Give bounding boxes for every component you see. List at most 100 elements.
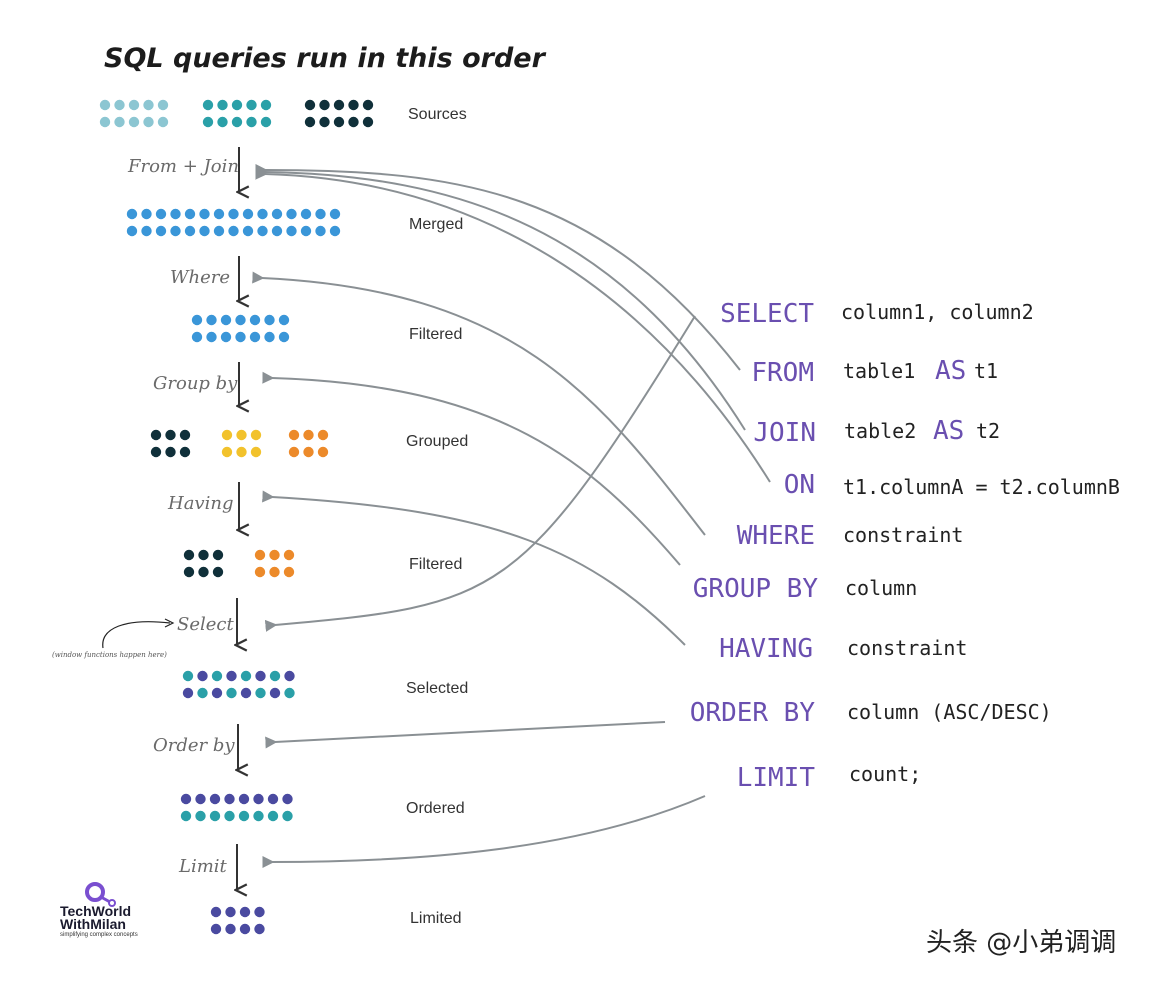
dot	[348, 99, 359, 111]
dot	[231, 99, 243, 111]
dot	[224, 793, 235, 805]
dot	[231, 116, 243, 128]
dot	[288, 446, 300, 458]
dot	[250, 429, 262, 441]
dot	[286, 208, 297, 220]
step-label-select: Select	[177, 614, 234, 635]
dot	[269, 687, 281, 699]
sql-keyword-join: JOIN	[753, 418, 816, 448]
logo-dot-icon	[108, 899, 116, 907]
dot	[317, 429, 329, 441]
connector-select	[264, 315, 696, 632]
dot	[150, 429, 162, 441]
dot	[246, 99, 257, 111]
dot	[283, 566, 295, 578]
dots-grouped-1	[150, 429, 191, 458]
dots-merged	[126, 208, 341, 237]
dot	[303, 446, 314, 458]
dot	[240, 687, 252, 699]
dot	[242, 225, 254, 237]
sql-as-from: AS	[935, 356, 966, 386]
dot	[157, 116, 169, 128]
dot	[319, 99, 330, 111]
dot	[236, 429, 247, 441]
sql-keyword-limit: LIMIT	[737, 763, 816, 793]
dot	[143, 99, 154, 111]
dot	[212, 549, 224, 561]
dot	[228, 208, 239, 220]
dot-groups	[99, 99, 374, 935]
dot	[239, 923, 251, 935]
dots-filtered-3	[254, 549, 295, 578]
dot	[199, 225, 210, 237]
sql-keyword-having: HAVING	[719, 634, 813, 664]
dot	[228, 225, 239, 237]
dots-filtered-1	[191, 314, 290, 343]
sql-text-having: constraint	[847, 636, 967, 660]
dot	[282, 793, 293, 805]
dot	[269, 566, 280, 578]
sql-text-order-by: column (ASC/DESC)	[847, 700, 1052, 724]
dots-filtered-2	[183, 549, 224, 578]
dot	[209, 793, 221, 805]
dot	[239, 906, 251, 918]
dots-grouped-2	[221, 429, 262, 458]
dots-grouped-3	[288, 429, 329, 458]
dot	[253, 793, 264, 805]
step-label-group-by: Group by	[153, 373, 238, 394]
logo-line2: WithMilan	[60, 916, 126, 932]
sql-alias-from: t1	[974, 359, 998, 383]
diagram-title: SQL queries run in this order	[104, 43, 547, 74]
stage-label-grouped: Grouped	[406, 433, 468, 450]
dot	[269, 670, 281, 682]
dot	[226, 670, 237, 682]
dot	[150, 446, 162, 458]
dot	[165, 446, 176, 458]
dot	[269, 549, 280, 561]
sql-keyword-order-by: ORDER BY	[690, 698, 816, 728]
dot	[213, 208, 225, 220]
dot	[180, 793, 192, 805]
sql-text-limit: count;	[849, 762, 921, 786]
dot	[267, 793, 279, 805]
dot	[206, 331, 217, 343]
stage-label-limited: Limited	[410, 910, 462, 927]
dot	[319, 116, 330, 128]
dot	[114, 99, 125, 111]
dot	[249, 314, 261, 326]
stage-label-selected: Selected	[406, 680, 468, 697]
dot	[264, 314, 275, 326]
dot	[254, 906, 265, 918]
dot	[141, 208, 152, 220]
dot	[128, 99, 140, 111]
dot	[362, 99, 374, 111]
dots-source-3	[304, 99, 374, 128]
connector-where	[252, 271, 706, 536]
dot	[333, 116, 345, 128]
dot	[183, 566, 195, 578]
dot	[260, 99, 272, 111]
dot	[333, 99, 345, 111]
techworld-logo: TechWorld WithMilan simplifying complex …	[60, 882, 138, 938]
dot	[217, 99, 228, 111]
sql-as-join: AS	[933, 416, 964, 446]
dot	[210, 923, 222, 935]
dot	[197, 687, 208, 699]
dot	[284, 670, 295, 682]
dots-limited	[210, 906, 265, 935]
dot	[157, 99, 169, 111]
connector-order-by	[265, 721, 666, 749]
dot	[255, 687, 266, 699]
dot	[304, 99, 316, 111]
dot	[315, 208, 326, 220]
stage-label-ordered: Ordered	[406, 800, 465, 817]
dot	[288, 429, 300, 441]
dot	[126, 208, 138, 220]
dot	[165, 429, 176, 441]
dot	[267, 810, 279, 822]
dot	[221, 446, 233, 458]
dot	[254, 549, 266, 561]
dot	[235, 331, 246, 343]
dot	[224, 810, 235, 822]
sql-text-group-by: column	[845, 576, 917, 600]
